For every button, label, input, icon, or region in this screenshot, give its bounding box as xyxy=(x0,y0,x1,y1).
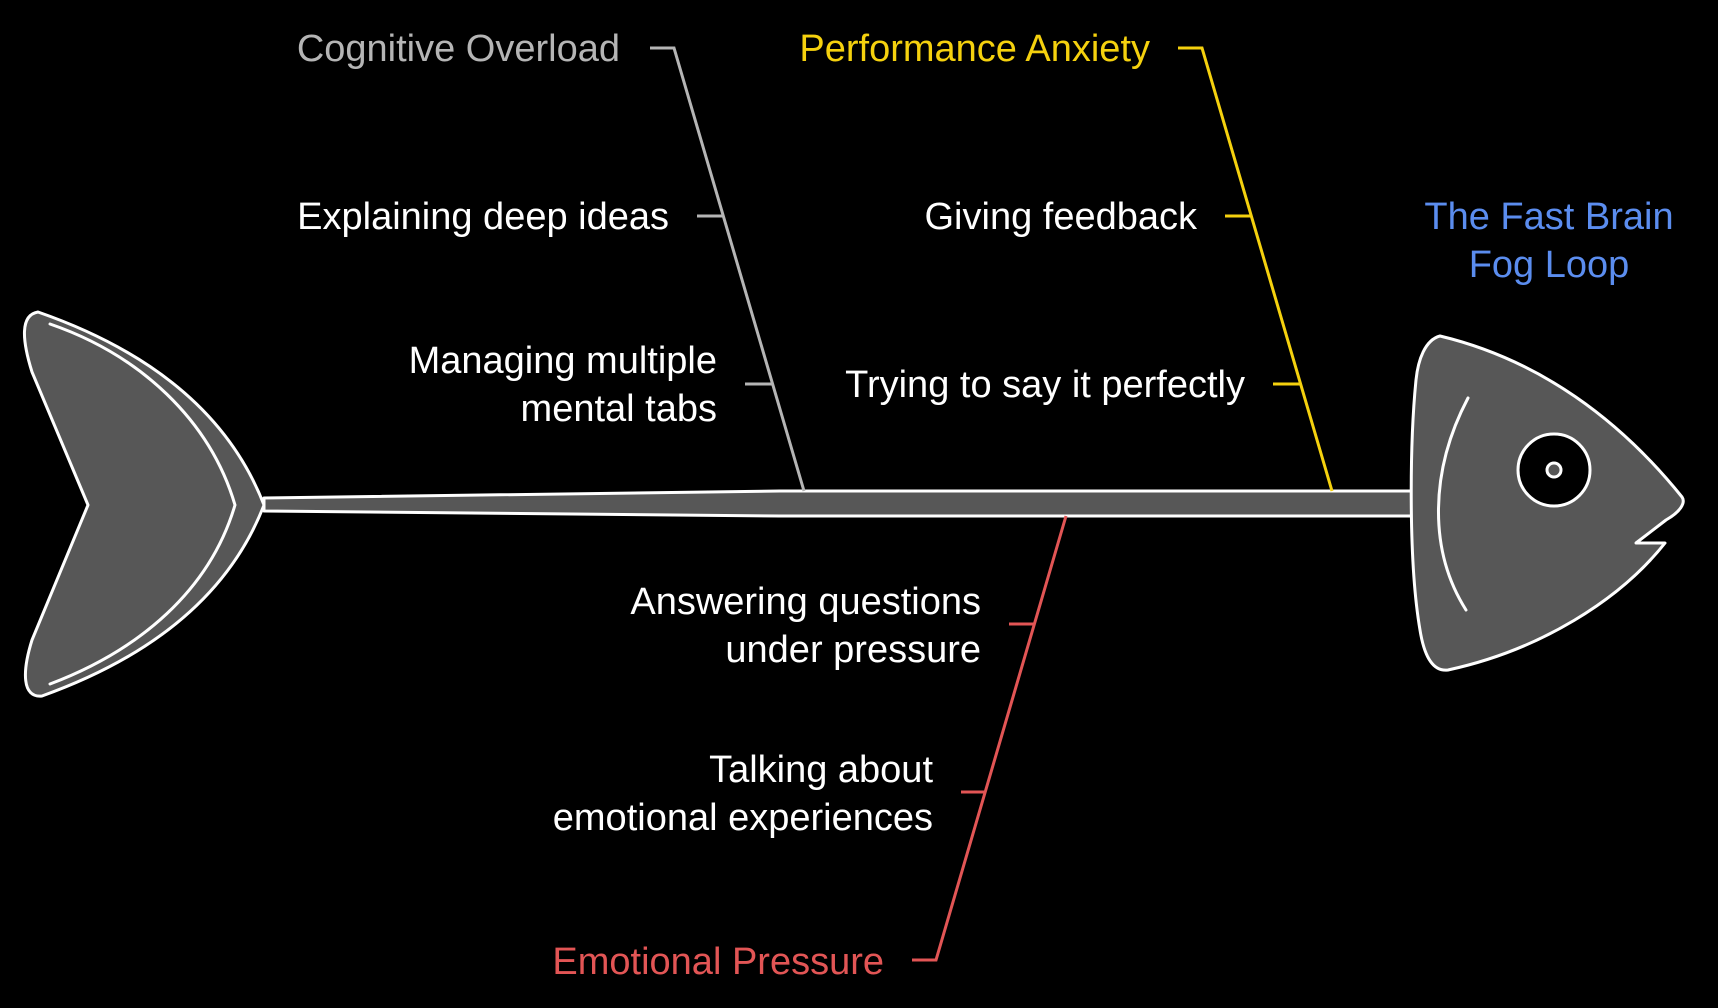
fish-gill-line xyxy=(1437,396,1470,612)
item-answering-questions: Answering questions xyxy=(630,581,981,623)
fish-pupil-icon xyxy=(1545,461,1563,479)
item-giving-feedback: Giving feedback xyxy=(925,196,1198,238)
bone-emotional xyxy=(912,515,1068,962)
labels-layer: Cognitive Overload Performance Anxiety E… xyxy=(297,28,1674,983)
item-emotional-experiences: Talking about xyxy=(709,749,933,791)
item-saying-it-perfectly: Trying to say it perfectly xyxy=(845,364,1245,406)
category-label-emotional: Emotional Pressure xyxy=(552,941,884,983)
bone-cognitive xyxy=(650,46,806,492)
item-managing-mental-tabs: Managing multiple xyxy=(409,340,717,382)
item-emotional-experiences-line2: emotional experiences xyxy=(553,797,933,839)
diagram-title-line2: Fog Loop xyxy=(1469,244,1630,286)
diagram-title: The Fast Brain xyxy=(1424,196,1673,238)
category-label-performance: Performance Anxiety xyxy=(799,28,1150,70)
bone-performance xyxy=(1178,46,1334,492)
fish-tail xyxy=(22,310,266,698)
category-label-cognitive: Cognitive Overload xyxy=(297,28,620,70)
bones-layer xyxy=(650,46,1334,962)
item-managing-mental-tabs-line2: mental tabs xyxy=(521,388,717,430)
fish-spine xyxy=(262,489,1422,518)
item-answering-questions-line2: under pressure xyxy=(725,629,981,671)
fish-tail-highlight xyxy=(48,322,237,686)
item-explaining-deep-ideas: Explaining deep ideas xyxy=(297,196,669,238)
